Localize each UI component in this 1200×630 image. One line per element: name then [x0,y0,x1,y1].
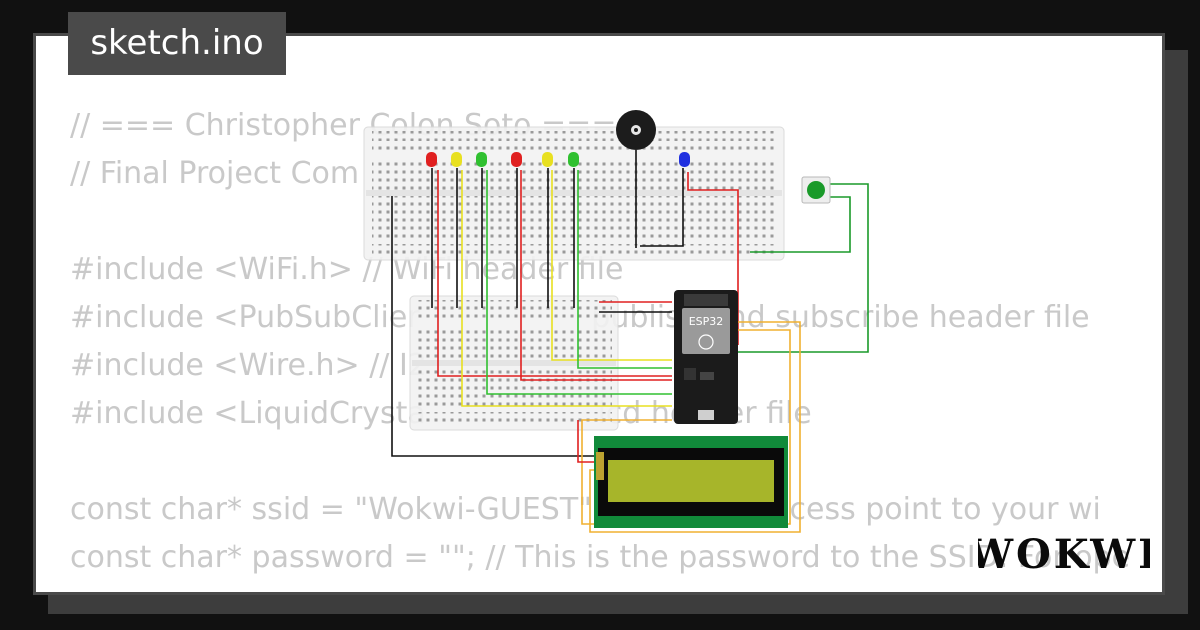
esp32-label: ESP32 [689,315,724,328]
led-red-1 [426,152,437,167]
led-yellow-2 [542,152,553,167]
led-blue [679,152,690,167]
led-green-1 [476,152,487,167]
code-line: const char* mqttServer = "test.mosquitto… [70,582,1137,592]
led-red-2 [511,152,522,167]
code-line: // Final Project Com [70,156,360,191]
code-line: const char* password = ""; // This is th… [70,540,1131,575]
led-array [426,152,690,167]
buzzer [616,110,656,150]
breadboard-bottom [409,295,619,431]
led-yellow-1 [451,152,462,167]
lcd-display [594,436,788,528]
esp32-board: ESP32 [674,290,738,424]
wires [391,150,869,533]
wokwi-logo: WOKWI [978,531,1150,578]
wokwi-logo-text: WOKWI [978,531,1150,578]
led-green-2 [568,152,579,167]
pushbutton [801,176,831,204]
file-tab[interactable]: sketch.ino [68,12,286,75]
code-line: #include <Wire.h> // I2 [70,348,427,383]
code-line: const char* ssid = "Wokwi-GUEST"; access… [70,492,1101,527]
